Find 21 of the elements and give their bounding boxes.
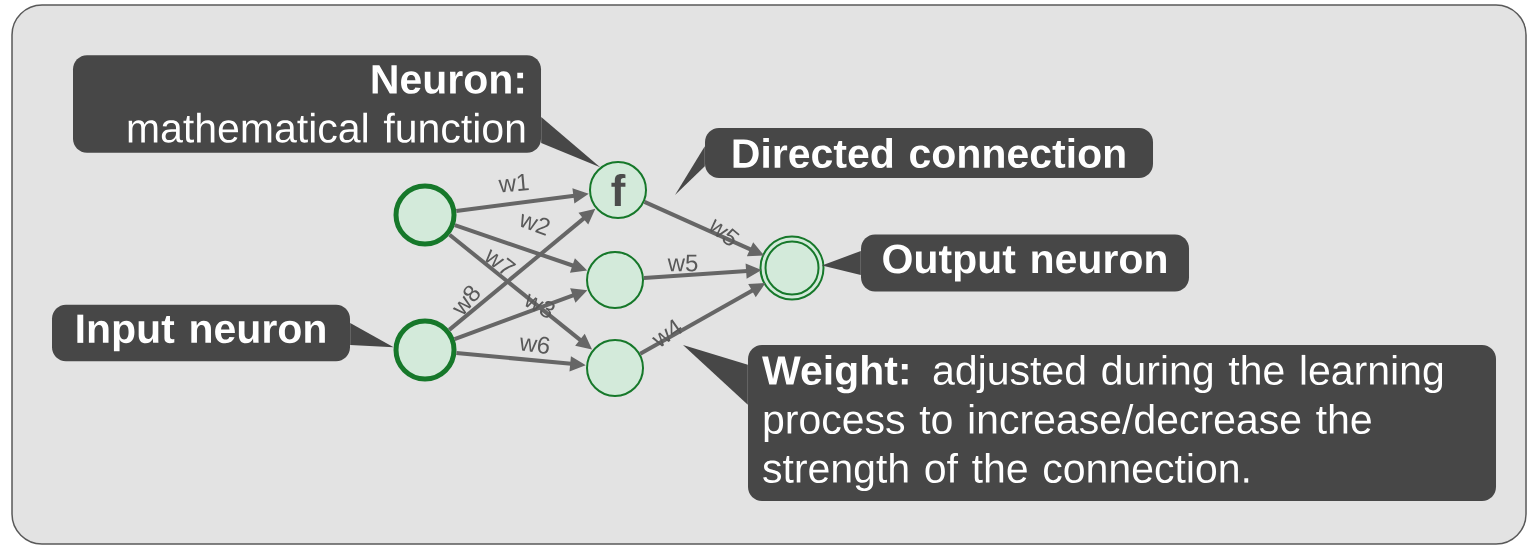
edge-label: w5 <box>709 218 740 246</box>
edge-label: w6 <box>520 336 550 354</box>
leader-line <box>821 251 861 275</box>
leader-line <box>683 345 748 405</box>
edge-label: w4 <box>651 319 682 347</box>
neuron-circle <box>586 251 644 309</box>
edge-label: w7 <box>485 249 517 274</box>
callout-box: Output neuron <box>861 234 1189 292</box>
leader-line <box>675 146 705 195</box>
edge-label: w5 <box>667 254 698 272</box>
edge-label: w8 <box>452 285 480 315</box>
leader-line <box>350 323 394 348</box>
neuron-circle <box>586 339 644 397</box>
callout-box: Input neuron <box>52 304 350 362</box>
callout-box: Neuron: mathematical function <box>73 55 541 153</box>
leader-line <box>541 117 601 168</box>
edge-label: w1 <box>498 173 529 193</box>
neuron-circle <box>759 235 825 301</box>
edge-label: w3 <box>525 293 555 318</box>
edge-label: w2 <box>521 213 550 236</box>
callout-box: Weight: adjusted during the learning process to increase/decrease the strength of the connection. <box>748 344 1496 502</box>
